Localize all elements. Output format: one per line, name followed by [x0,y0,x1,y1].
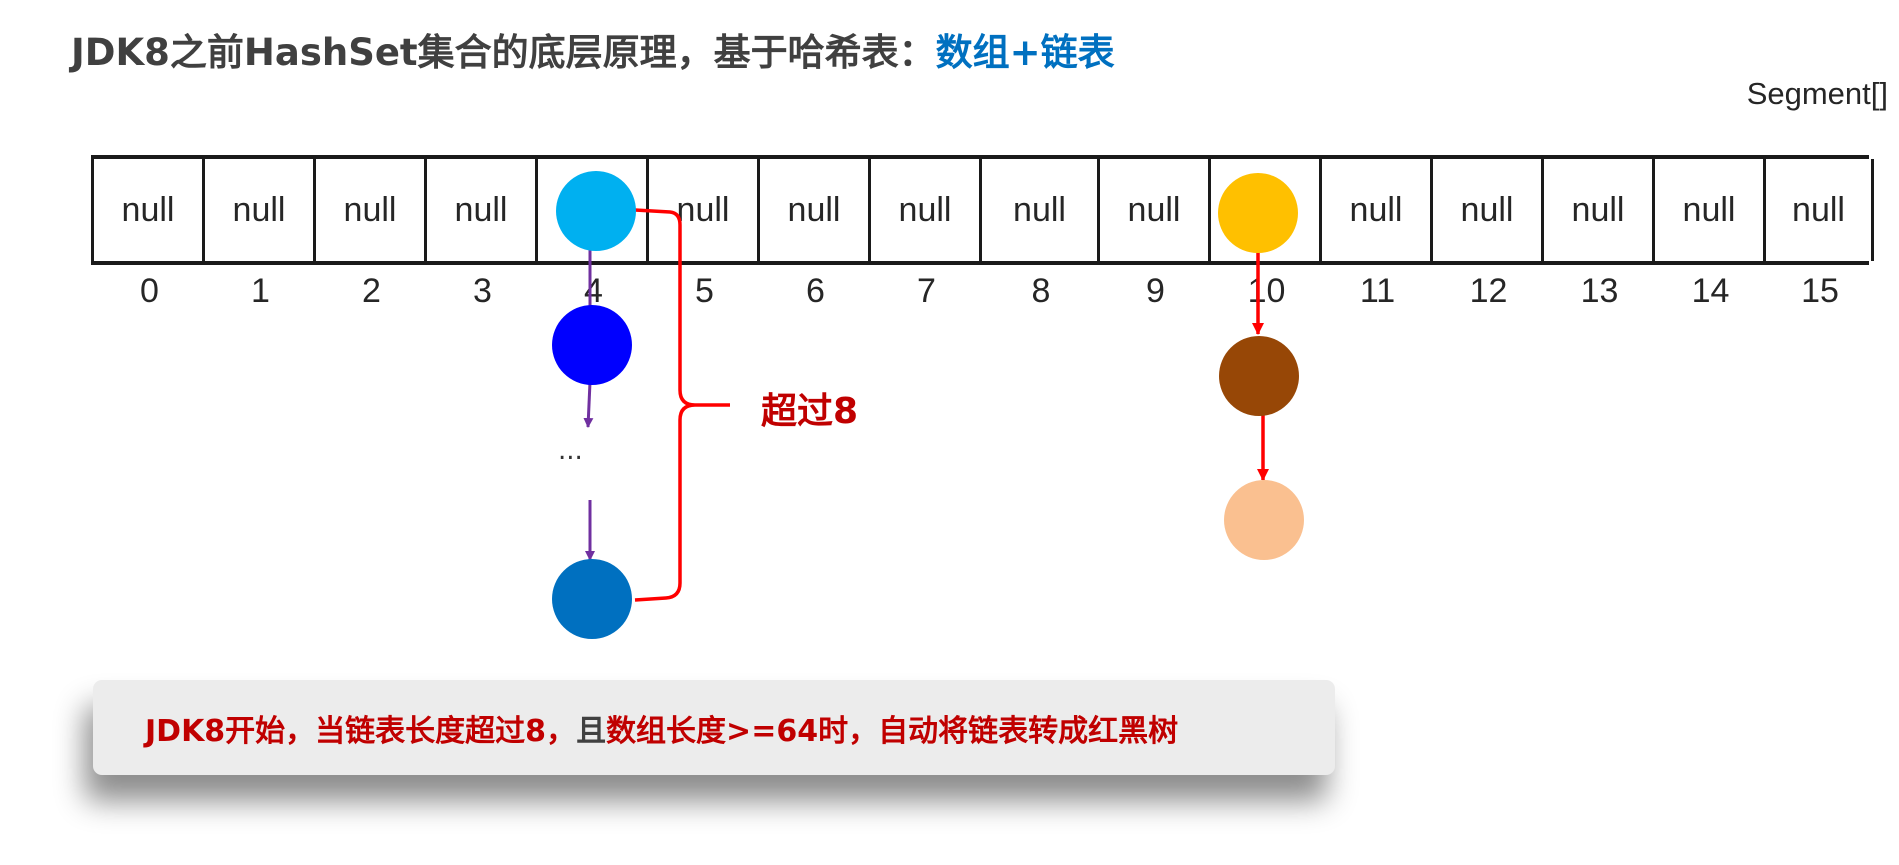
array-cell-3: null [427,159,538,261]
chain-left-node-tail [552,559,632,639]
chain-left-node-2 [552,305,632,385]
callout-part2: 且 [576,713,607,749]
array-cell-11: null [1322,159,1433,261]
array-cell-1: null [205,159,316,261]
array-index-1: 1 [251,272,270,310]
array-index-14: 14 [1691,272,1730,310]
array-index-9: 9 [1146,272,1165,310]
array-cell-7: null [871,159,982,261]
page-title: JDK8之前HashSet集合的底层原理，基于哈希表：数组+链表 [71,22,1115,76]
array-cell-0: null [94,159,205,261]
array-cell-12: null [1433,159,1544,261]
array-index-12: 12 [1469,272,1508,310]
array-index-6: 6 [806,272,825,310]
chain-left-node-head [556,171,636,251]
chain-right-node-2 [1219,336,1299,416]
chain-right-node-3 [1224,480,1304,560]
array-index-5: 5 [695,272,714,310]
array-cell-6: null [760,159,871,261]
array-index-10: 10 [1247,272,1286,310]
segment-label: Segment[] [1746,76,1888,111]
array-cell-9: null [1100,159,1211,261]
array-cell-13: null [1544,159,1655,261]
array-cell-2: null [316,159,427,261]
array-cell-8: null [982,159,1100,261]
array-cell-15: null [1766,159,1874,261]
array-cell-10 [1211,159,1322,261]
callout-box: JDK8开始，当链表长度超过8，且数组长度>=64时，自动将链表转成红黑树 [93,680,1335,775]
array-index-8: 8 [1031,272,1051,310]
chain-left-ellipsis: ... [558,436,583,466]
chain-left-arrow-2 [583,381,594,428]
array-index-0: 0 [140,272,159,310]
title-highlight: 数组+链表 [935,31,1115,74]
array-index-7: 7 [917,272,936,310]
brace-annotation: 超过8 [761,391,859,432]
array-index-2: 2 [362,272,381,310]
array-cell-5: null [649,159,760,261]
brace-bracket [634,208,730,602]
chain-right-node-head [1218,173,1298,253]
array-index-13: 13 [1580,272,1619,310]
title-prefix: JDK8之前HashSet集合的底层原理，基于哈希表： [71,31,936,74]
array-index-15: 15 [1801,272,1839,310]
callout-part1: JDK8开始，当链表长度超过8， [145,713,577,749]
callout-part3: 数组长度>=64时，自动将链表转成红黑树 [606,713,1179,749]
array-index-3: 3 [473,272,492,310]
array-cell-14: null [1655,159,1766,261]
array-index-11: 11 [1359,272,1396,310]
